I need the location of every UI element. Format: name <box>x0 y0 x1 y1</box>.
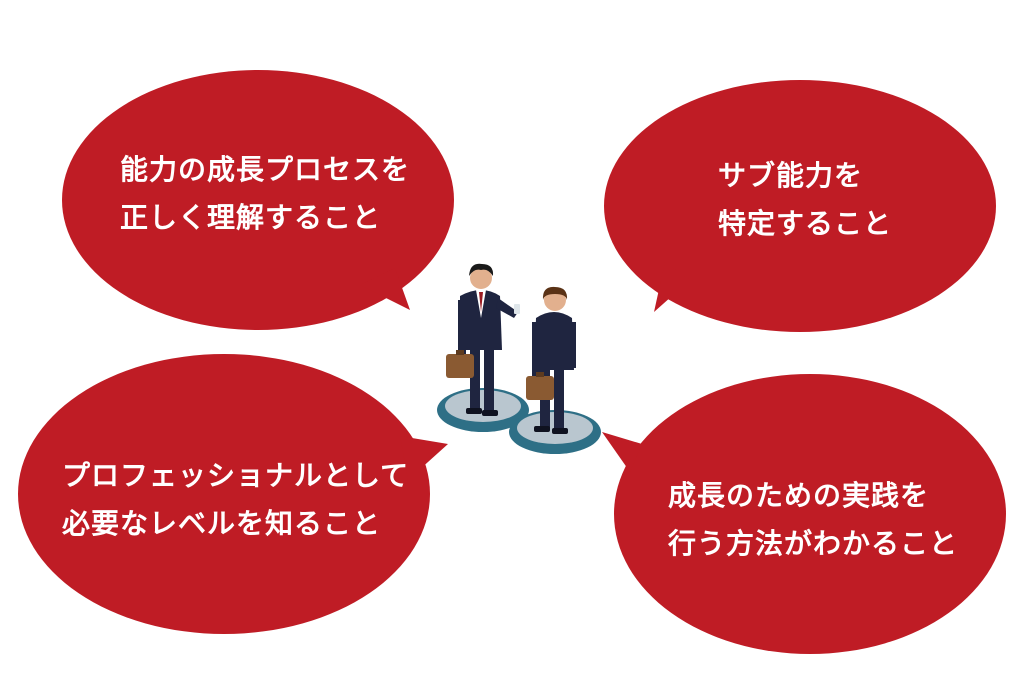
bubble-1-line-1: 能力の成長プロセスを <box>120 153 411 186</box>
bubble-3-line-1: プロフェッショナルとして <box>62 459 410 492</box>
bubble-1-text: 能力の成長プロセスを 正しく理解すること <box>120 146 410 242</box>
speech-bubble-4 <box>602 374 1006 654</box>
bubble-4-text: 成長のための実践を 行う方法がわかること <box>668 472 958 568</box>
bubble-2-text: サブ能力を 特定すること <box>718 152 892 248</box>
bubble-4-line-1: 成長のための実践を <box>668 479 930 512</box>
briefcase-icon <box>526 376 554 400</box>
bubble-3-text: プロフェッショナルとして 必要なレベルを知ること <box>62 452 409 548</box>
briefcase-icon <box>446 354 474 378</box>
speech-bubble-1 <box>62 70 454 330</box>
bubble-1-line-2: 正しく理解すること <box>120 201 382 234</box>
bubble-2-line-2: 特定すること <box>718 207 893 240</box>
businessman-right <box>526 286 576 434</box>
bubble-3-line-2: 必要なレベルを知ること <box>62 507 382 540</box>
bubble-4-line-2: 行う方法がわかること <box>668 527 959 560</box>
bubble-2-line-1: サブ能力を <box>718 159 864 192</box>
speech-bubble-3 <box>18 354 448 634</box>
businessman-left <box>446 263 520 416</box>
speech-bubble-2 <box>604 80 996 332</box>
businessmen-talking-icon <box>437 263 601 454</box>
